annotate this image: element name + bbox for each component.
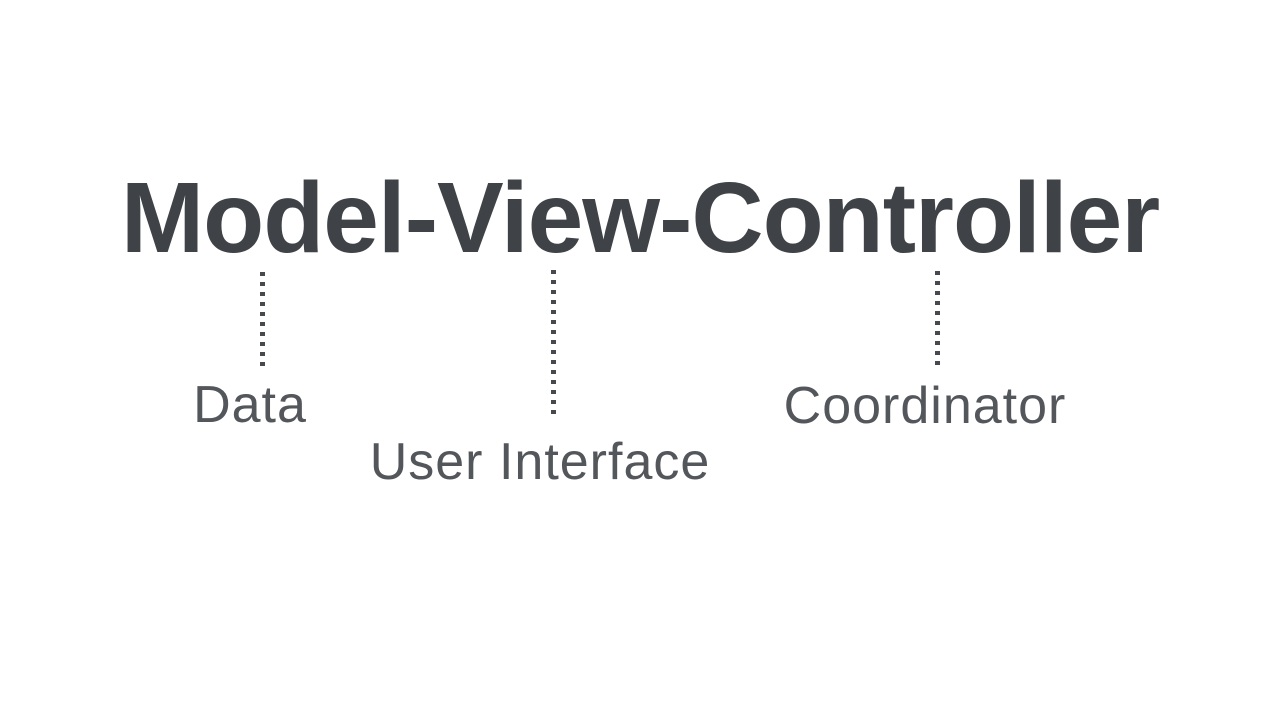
annotation-label-model: Data (193, 376, 307, 434)
annotation-label-view: User Interface (369, 433, 711, 491)
connector-dotted-line-view (551, 270, 556, 418)
annotation-label-controller: Coordinator (783, 377, 1067, 435)
connector-dotted-line-model (260, 272, 265, 369)
connector-dotted-line-controller (935, 271, 940, 368)
diagram-title: Model-View-Controller (120, 162, 1160, 274)
